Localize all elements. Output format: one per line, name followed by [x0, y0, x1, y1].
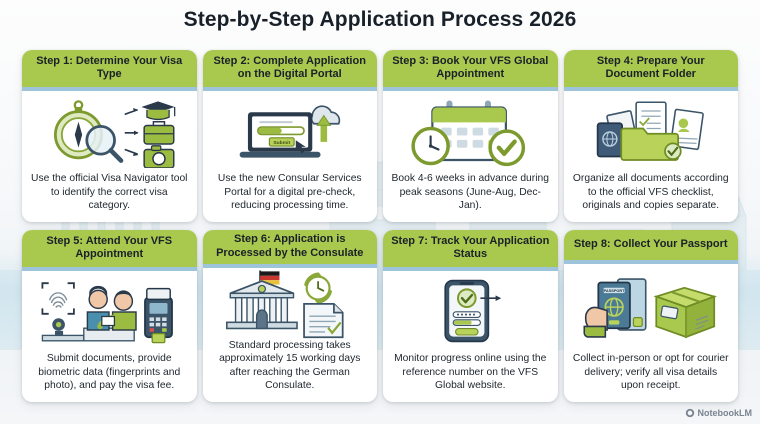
step-card-7-header: Step 7: Track Your Application Status: [383, 230, 558, 271]
step-card-8-header: Step 8: Collect Your Passport: [563, 230, 738, 264]
laptop-cloud-upload-submit-illustration: Submit: [203, 91, 378, 168]
step-card-3-header: Step 3: Book Your VFS Global Appointment: [383, 50, 558, 91]
step-card-7[interactable]: Step 7: Track Your Application Status: [383, 230, 558, 402]
step-card-7-body: Monitor progress online using the refere…: [394, 353, 547, 392]
step-card-6-title: Step 6: Application is Processed by the …: [216, 233, 364, 259]
step-card-2-body: Use the new Consular Services Portal for…: [217, 173, 362, 212]
step-card-5-title: Step 5: Attend Your VFS Appointment: [46, 235, 173, 261]
step-card-8-body: Collect in-person or opt for courier del…: [572, 353, 729, 392]
step-card-1-title: Step 1: Determine Your Visa Type: [36, 54, 183, 81]
consulate-building-processing-illustration: [203, 268, 378, 339]
step-card-4-header: Step 4: Prepare Your Document Folder: [563, 50, 738, 91]
step-card-6[interactable]: Step 6: Application is Processed by the …: [202, 230, 378, 402]
step-card-5[interactable]: Step 5: Attend Your VFS Appointment: [22, 230, 197, 402]
step-card-2[interactable]: Step 2: Complete Application on the Digi…: [202, 50, 378, 222]
passport-folder-documents-illustration: [564, 91, 739, 168]
step-card-1[interactable]: Step 1: Determine Your Visa Type: [22, 50, 197, 222]
notebooklm-watermark: NotebookLM: [685, 408, 753, 418]
notebooklm-watermark-label: NotebookLM: [697, 408, 753, 418]
step-card-1-header: Step 1: Determine Your Visa Type: [22, 50, 197, 91]
compass-magnifier-visa-categories-illustration: [22, 91, 197, 169]
smartphone-status-tracking-illustration: [383, 271, 558, 349]
step-card-3-title: Step 3: Book Your VFS Global Appointment: [392, 55, 549, 81]
step-card-8[interactable]: Step 8: Collect Your Passport PASSPORT: [563, 230, 739, 402]
svg-text:PASSPORT: PASSPORT: [603, 289, 625, 293]
step-card-8-title: Step 8: Collect Your Passport: [573, 238, 728, 251]
steps-grid: Step 1: Determine Your Visa Type: [22, 50, 738, 402]
calendar-clock-check-illustration: [383, 91, 558, 168]
biometrics-counter-payment-illustration: [22, 271, 197, 348]
step-card-6-header: Step 6: Application is Processed by the …: [202, 230, 377, 268]
step-card-4-body: Organize all documents according to the …: [572, 173, 729, 212]
step-card-5-body: Submit documents, provide biometric data…: [38, 353, 181, 392]
step-card-4[interactable]: Step 4: Prepare Your Document Folder: [563, 50, 739, 222]
step-card-2-title: Step 2: Complete Application on the Digi…: [213, 55, 366, 81]
step-card-2-header: Step 2: Complete Application on the Digi…: [202, 50, 377, 91]
step-card-4-title: Step 4: Prepare Your Document Folder: [596, 55, 705, 81]
hand-passport-courier-box-illustration: PASSPORT: [564, 264, 739, 348]
step-card-1-body: Use the official Visa Navigator tool to …: [31, 173, 188, 212]
step-card-3[interactable]: Step 3: Book Your VFS Global Appointment: [383, 50, 558, 222]
svg-text:Submit: Submit: [273, 139, 290, 145]
notebooklm-logo-icon: [685, 408, 694, 418]
step-card-5-header: Step 5: Attend Your VFS Appointment: [22, 230, 197, 271]
step-card-7-title: Step 7: Track Your Application Status: [391, 234, 550, 261]
page-title: Step-by-Step Application Process 2026: [183, 8, 577, 31]
step-card-6-body: Standard processing takes approximately …: [219, 339, 361, 392]
step-card-3-body: Book 4-6 weeks in advance during peak se…: [391, 173, 549, 212]
